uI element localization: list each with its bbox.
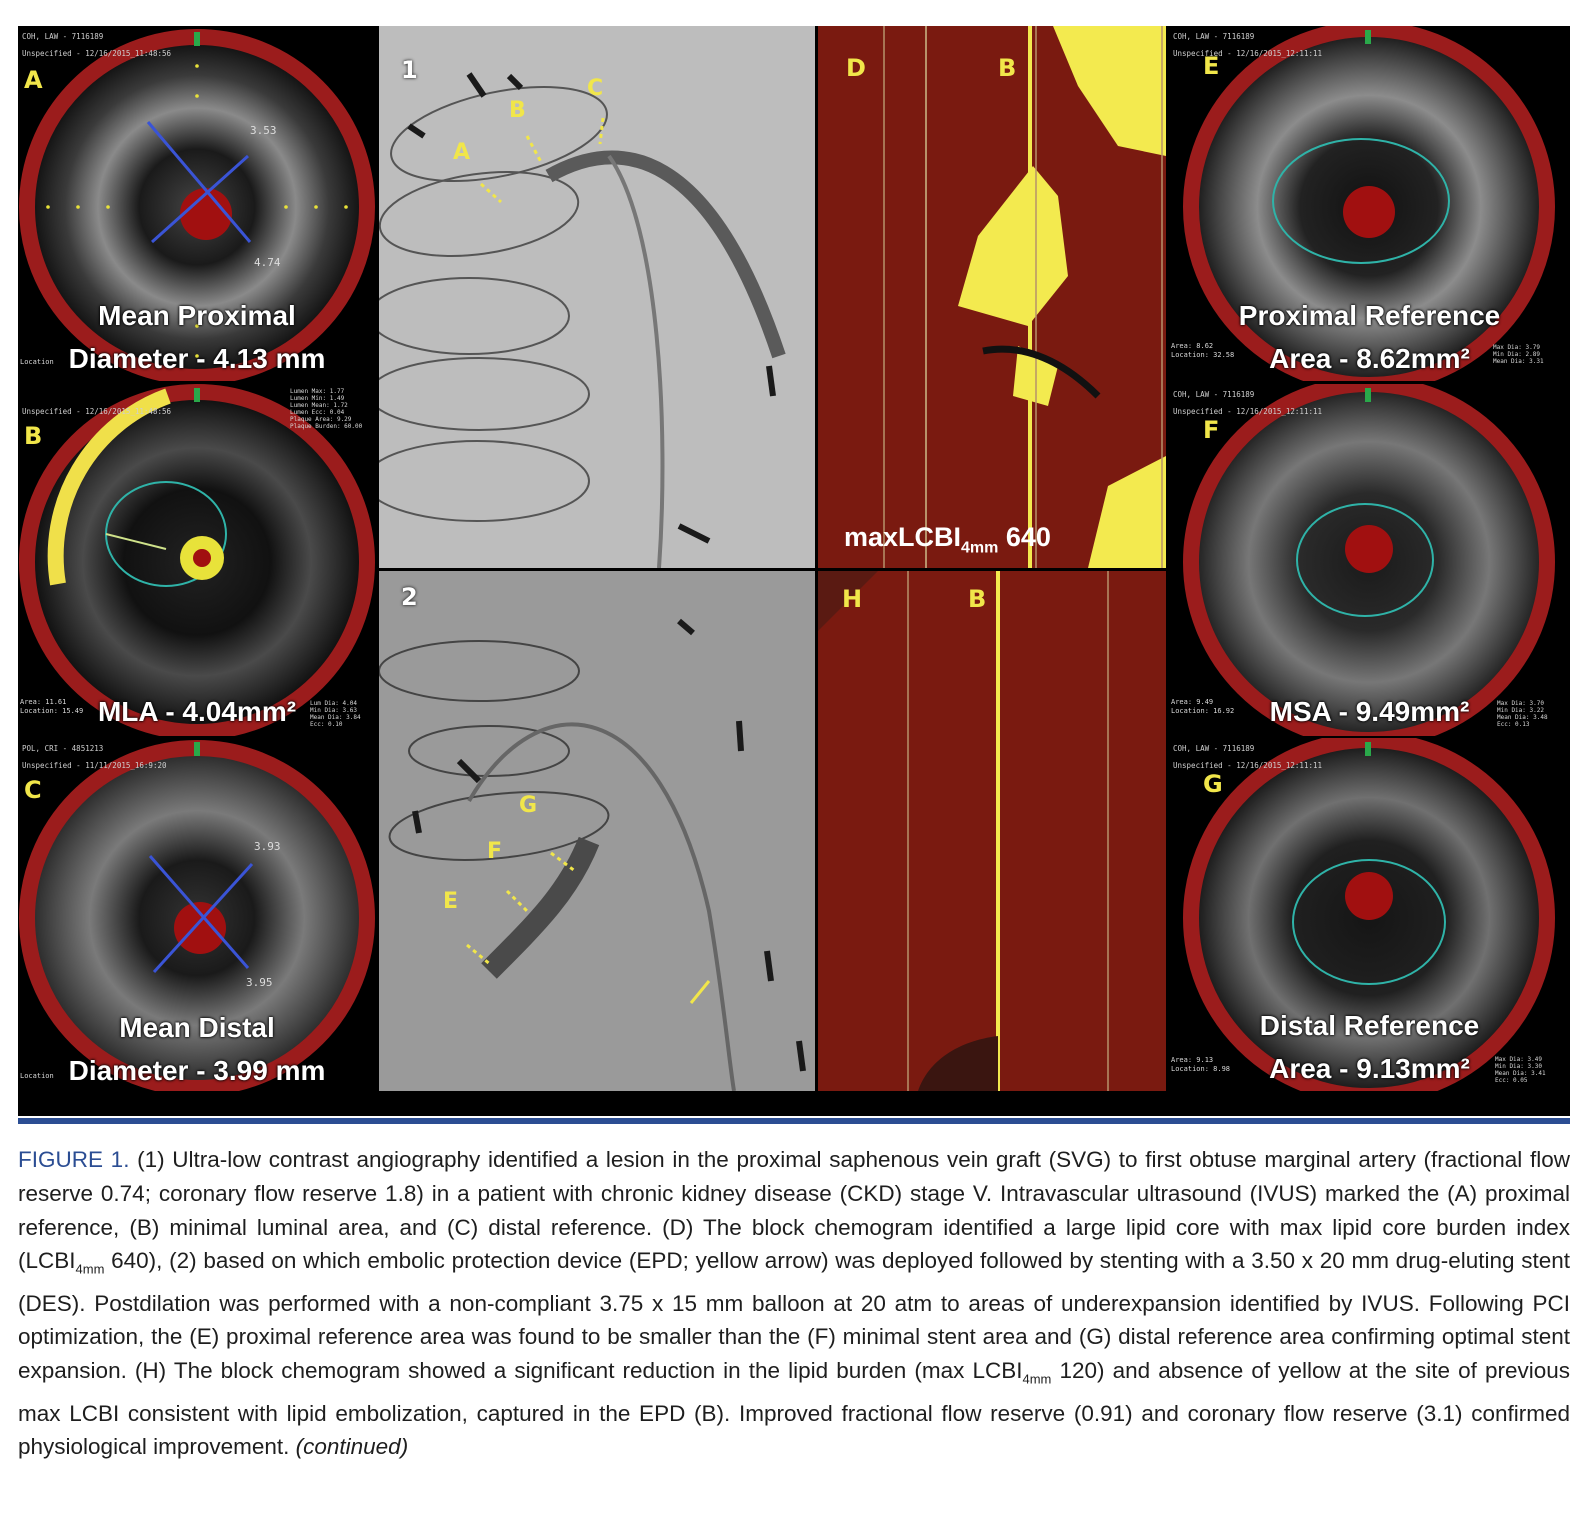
panel-letter-f: F: [1203, 416, 1220, 444]
ivus-header-g-line1: COH, LAW - 7116189: [1173, 744, 1255, 753]
figure-label: FIGURE 1.: [18, 1147, 130, 1172]
angio-number-1: 1: [401, 56, 418, 84]
chemogram-letter-h: H: [842, 585, 863, 613]
chemogram-caption-sub: 4mm: [961, 539, 999, 557]
measure-a-1: 3.53: [250, 124, 277, 137]
location-label-c: Location: [20, 1072, 54, 1080]
ivus-caption-g-line2: Area - 9.13mm²: [1269, 1053, 1470, 1084]
ivus-caption-e-line1: Proximal Reference: [1238, 300, 1501, 331]
ivus-header-a-line2: Unspecified - 12/16/2015_11:48:56: [22, 49, 172, 58]
ivus-area-f: Area: 9.49 Location: 16.92: [1171, 698, 1235, 715]
ivus-image-b: [19, 384, 375, 736]
caption-sub2: 4mm: [1022, 1371, 1052, 1387]
angio-image-1: [379, 26, 815, 568]
ivus-caption-a-line1: Mean Proximal: [98, 300, 296, 331]
ivus-side-b: Lum Dia: 4.04 Min Dia: 3.63 Mean Dia: 3.…: [310, 700, 361, 728]
caption-separator: [18, 1118, 1570, 1124]
ivus-image-e: [1183, 26, 1555, 381]
ivus-header-f-line2: Unspecified - 12/16/2015_12:11:11: [1173, 407, 1323, 416]
panel-letter-c: C: [24, 776, 42, 804]
caption-continued: (continued): [295, 1434, 409, 1460]
ivus-area-b: Area: 11.61 Location: 15.49: [20, 698, 84, 715]
chemogram-image-h: [818, 571, 1166, 1091]
ivus-image-a: [19, 29, 375, 381]
angio-panel-2: 2 G F E: [379, 571, 815, 1091]
measure-c-1: 3.93: [254, 840, 281, 853]
ivus-caption-f: MSA - 9.49mm²: [1269, 696, 1470, 727]
ivus-area-g: Area: 9.13 Location: 8.98: [1171, 1056, 1231, 1073]
chemogram-caption-value: 640: [998, 522, 1051, 552]
angio-label-b: B: [509, 98, 526, 123]
caption-text-part2: 640), (2) based on which embolic protect…: [18, 1248, 1570, 1384]
ivus-caption-b: MLA - 4.04mm²: [97, 696, 297, 727]
measure-c-2: 3.95: [246, 976, 273, 989]
caption-text-part1: (1) Ultra-low contrast angiography ident…: [18, 1147, 1570, 1274]
ivus-image-c: [19, 740, 375, 1091]
panel-letter-b: B: [24, 422, 43, 450]
caption-sub1: 4mm: [75, 1261, 105, 1277]
ivus-area-e: Area: 8.62 Location: 32.58: [1171, 342, 1235, 359]
angio-number-2: 2: [401, 583, 418, 611]
chemogram-panel-d: D B maxLCBI4mm 640: [818, 26, 1166, 568]
ivus-image-g: [1183, 738, 1555, 1091]
chemogram-image-d: [818, 26, 1166, 568]
panel-letter-e: E: [1203, 52, 1220, 80]
ivus-caption-a-line2: Diameter - 4.13 mm: [68, 343, 326, 374]
panel-letter-a: A: [24, 66, 43, 94]
angio-label-c: C: [587, 76, 604, 101]
ivus-header-a-line1: COH, LAW - 7116189: [22, 32, 104, 41]
angio-panel-1: 1 A B C: [379, 26, 815, 568]
chemogram-letter-d: D: [846, 54, 866, 82]
ivus-image-f: [1183, 384, 1555, 736]
ivus-stats-b: Lumen Max: 1.77 Lumen Min: 1.49 Lumen Me…: [290, 388, 363, 430]
ivus-header-e-line1: COH, LAW - 7116189: [1173, 32, 1255, 41]
chemogram-letter-b-top: B: [998, 54, 1017, 82]
ivus-caption-c-line2: Diameter - 3.99 mm: [68, 1055, 326, 1086]
ivus-header-c-line2: Unspecified - 11/11/2015_16:9:20: [22, 761, 167, 770]
ivus-header-g-line2: Unspecified - 12/16/2015_12:11:11: [1173, 761, 1323, 770]
ivus-side-f: Max Dia: 3.70 Min Dia: 3.22 Mean Dia: 3.…: [1497, 700, 1548, 728]
figure-caption: FIGURE 1. (1) Ultra-low contrast angiogr…: [18, 1143, 1570, 1464]
panel-letter-g: G: [1203, 770, 1223, 798]
caption-text-part3: 120) and absence of yellow at the site o…: [18, 1358, 1570, 1460]
ivus-caption-e-line2: Area - 8.62mm²: [1269, 343, 1470, 374]
chemogram-panel-h: H B: [818, 571, 1166, 1091]
ivus-panel-b: Unspecified - 12/16/2015_11:48:56 Lumen …: [18, 384, 376, 736]
chemogram-caption-main: maxLCBI: [844, 522, 962, 552]
angio-label-a: A: [453, 140, 471, 165]
ivus-header-b-line2: Unspecified - 12/16/2015_11:48:56: [22, 407, 172, 416]
angio-label-f: F: [487, 839, 503, 864]
ivus-caption-g-line1: Distal Reference: [1259, 1010, 1480, 1041]
ivus-caption-c-line1: Mean Distal: [119, 1012, 275, 1043]
ivus-side-e: Max Dia: 3.79 Min Dia: 2.89 Mean Dia: 3.…: [1493, 344, 1544, 365]
ivus-header-c-line1: POL, CRI - 4851213: [22, 744, 104, 753]
ivus-header-b: Unspecified - 12/16/2015_11:48:56: [22, 386, 171, 420]
measure-a-2: 4.74: [254, 256, 281, 269]
angio-label-g: G: [519, 793, 538, 818]
chemogram-caption-d: maxLCBI4mm 640: [844, 522, 1051, 557]
ivus-header-f-line1: COH, LAW - 7116189: [1173, 390, 1255, 399]
location-label-a: Location: [20, 358, 54, 366]
ivus-side-g: Max Dia: 3.49 Min Dia: 3.30 Mean Dia: 3.…: [1495, 1056, 1546, 1084]
ivus-header-e-line2: Unspecified - 12/16/2015_12:11:11: [1173, 49, 1323, 58]
angio-image-2: [379, 571, 815, 1091]
chemogram-letter-b-bottom: B: [968, 585, 987, 613]
angio-label-e: E: [443, 889, 459, 914]
